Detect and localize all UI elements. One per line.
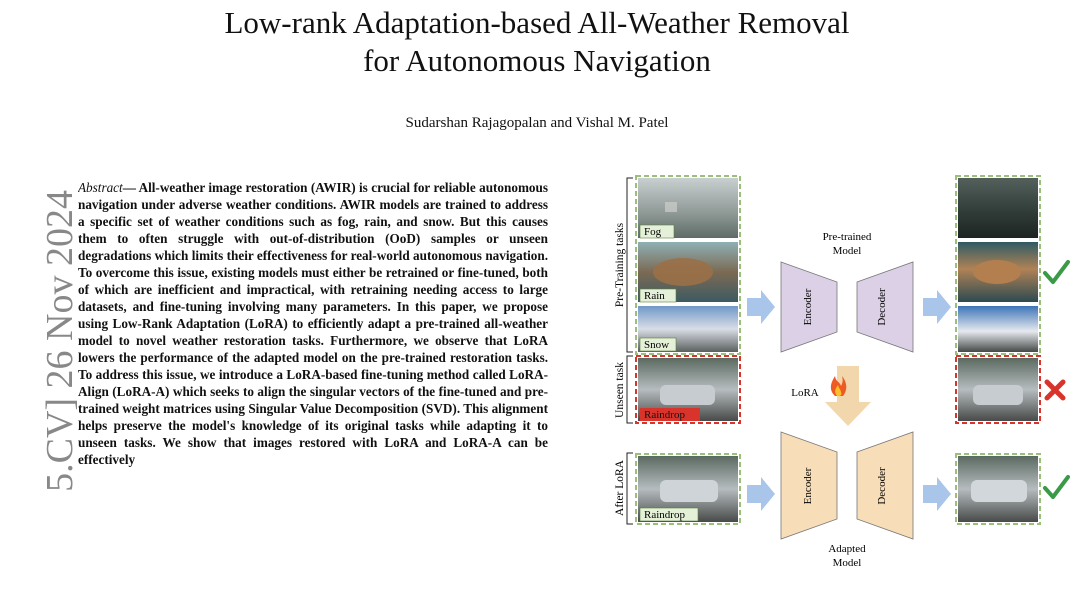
after-dashed-border (635, 453, 741, 525)
lora-label: LoRA (791, 387, 819, 399)
output-after-dashed-border (955, 453, 1041, 525)
decoder-label-bottom: Decoder (876, 467, 888, 505)
abstract-body: All-weather image restoration (AWIR) is … (78, 180, 548, 467)
arxiv-stamp: 5.CV] 26 Nov 2024 (39, 190, 81, 492)
decoder-label-top: Decoder (876, 288, 888, 326)
pretrained-model-label-1: Pre-trained (823, 231, 872, 243)
figure-canvas: Pre-Training tasks Unseen task After LoR… (614, 175, 1070, 569)
check-icon-bottom (1043, 475, 1070, 499)
tag-rain: Rain (644, 290, 665, 302)
input-tags: Fog Rain Snow Raindrop Raindrop (639, 224, 700, 522)
encoder-block-top (780, 261, 838, 353)
encoder-block-bottom (780, 431, 838, 540)
arrow-decoder-to-output-bottom (923, 477, 951, 511)
tag-fog: Fog (644, 226, 662, 238)
encoder-label-top: Encoder (802, 288, 814, 325)
adapted-model-label-1: Adapted (828, 543, 866, 555)
abstract-lead: Abstract (78, 180, 123, 195)
output-image-fog (958, 178, 1038, 238)
label-after-lora: After LoRA (614, 459, 626, 516)
arrow-input-to-encoder-top (747, 290, 775, 324)
arrow-input-to-encoder-bottom (747, 477, 775, 511)
label-pretraining-tasks: Pre-Training tasks (614, 222, 626, 307)
flame-icon (830, 376, 847, 396)
lora-arrow (825, 366, 871, 426)
output-unseen-dashed-border (955, 355, 1041, 424)
unseen-dashed-border (635, 355, 741, 424)
output-pretraining-dashed-border (955, 175, 1041, 355)
output-images (955, 175, 1041, 525)
label-unseen-task: Unseen task (614, 362, 626, 418)
abstract: Abstract— All-weather image restoration … (78, 180, 548, 467)
tag-raindrop-unseen: Raindrop (644, 409, 685, 421)
decoder-block-bottom (856, 431, 914, 540)
paper-title-line-1: Low-rank Adaptation-based All-Weather Re… (224, 5, 850, 40)
decoder-block-top (856, 261, 914, 353)
pretrained-model-label-2: Model (833, 245, 862, 257)
paper-authors: Sudarshan Rajagopalan and Vishal M. Pate… (405, 115, 669, 131)
paper-title-line-2: for Autonomous Navigation (363, 43, 711, 78)
paper-title: Low-rank Adaptation-based All-Weather Re… (0, 4, 1074, 80)
tag-snow: Snow (644, 339, 669, 351)
arrow-decoder-to-output-top (923, 290, 951, 324)
adapted-model-label-2: Model (833, 557, 862, 569)
cross-icon (1044, 379, 1066, 401)
output-image-snow (958, 306, 1038, 352)
tag-raindrop-after: Raindrop (644, 509, 685, 521)
check-icon-top (1043, 260, 1070, 284)
group-brackets (626, 177, 633, 525)
encoder-label-bottom: Encoder (802, 467, 814, 504)
overview-figure: Pre-Training tasks Unseen task After LoR… (605, 170, 1074, 585)
pretraining-dashed-border (635, 175, 741, 355)
